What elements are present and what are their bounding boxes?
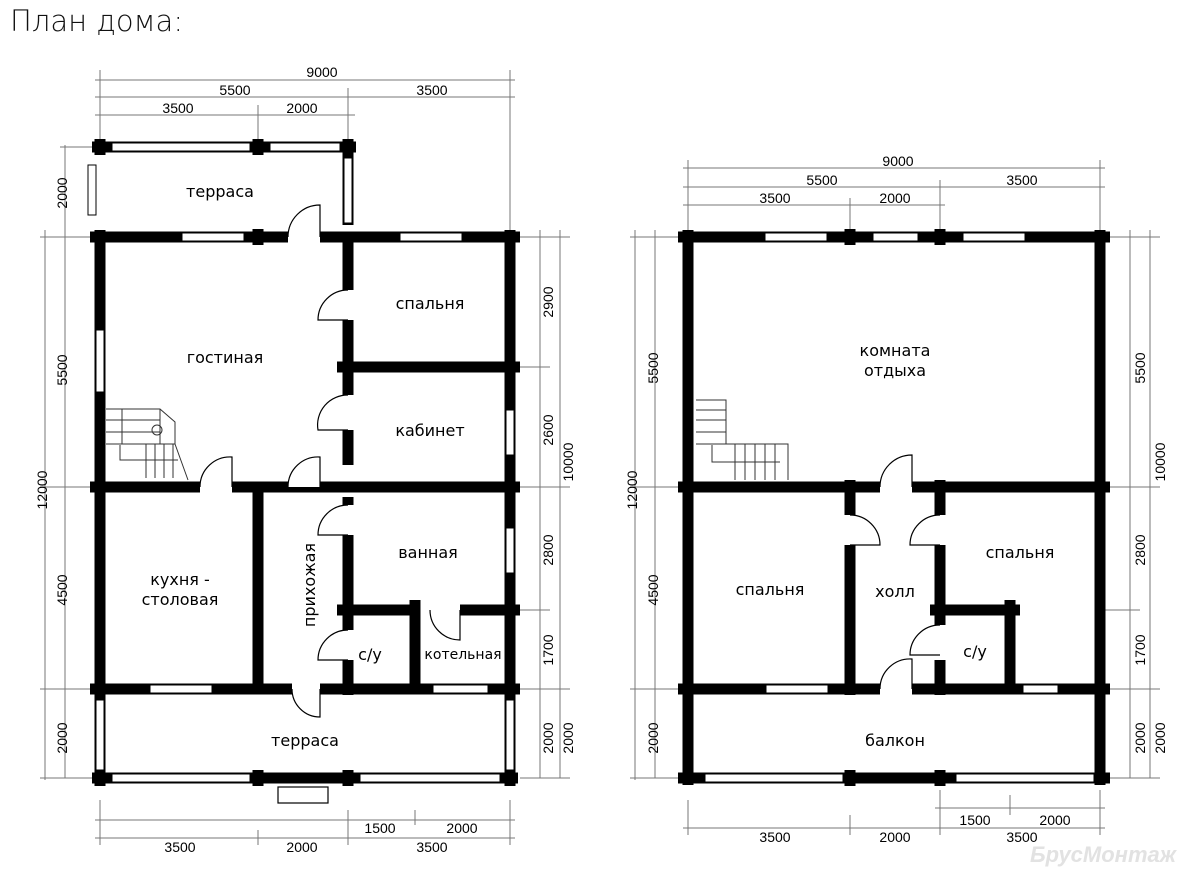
svg-text:10000: 10000: [560, 442, 576, 481]
svg-text:2000: 2000: [1152, 722, 1168, 753]
watermark-logo: БрусМонтаж: [1030, 842, 1178, 867]
svg-text:балкон: балкон: [865, 731, 925, 750]
upper-floor-plan: 9000 5500 3500 3500 2000 12000 5500 4500…: [624, 153, 1168, 845]
ground-floor-plan: 9000 5500 3500 3500 2000 2000 12000 5500…: [34, 64, 576, 855]
svg-text:2000: 2000: [560, 722, 576, 753]
svg-text:3500: 3500: [416, 82, 447, 98]
svg-text:2800: 2800: [1132, 534, 1148, 565]
svg-text:2000: 2000: [645, 722, 661, 753]
svg-text:2000: 2000: [879, 829, 910, 845]
svg-text:1500: 1500: [959, 812, 990, 828]
svg-text:3500: 3500: [162, 100, 193, 116]
svg-text:2600: 2600: [540, 414, 556, 445]
walls: [678, 229, 1110, 786]
svg-text:2000: 2000: [286, 100, 317, 116]
svg-text:2000: 2000: [446, 820, 477, 836]
svg-text:5500: 5500: [54, 354, 70, 385]
svg-text:1700: 1700: [540, 634, 556, 665]
svg-text:1700: 1700: [1132, 634, 1148, 665]
svg-text:холл: холл: [875, 582, 915, 601]
doors: [849, 454, 941, 690]
svg-text:4500: 4500: [54, 574, 70, 605]
svg-text:спальня: спальня: [396, 294, 465, 313]
svg-text:12000: 12000: [624, 470, 640, 509]
svg-text:2000: 2000: [540, 722, 556, 753]
svg-text:котельная: котельная: [424, 647, 501, 663]
svg-text:3500: 3500: [759, 829, 790, 845]
svg-text:5500: 5500: [219, 82, 250, 98]
staircase-icon: [106, 408, 189, 481]
svg-text:2000: 2000: [1132, 722, 1148, 753]
svg-text:кухня -: кухня -: [150, 570, 210, 589]
svg-text:2000: 2000: [879, 190, 910, 206]
svg-text:терраса: терраса: [271, 731, 339, 750]
staircase-icon: [696, 399, 789, 480]
svg-text:спальня: спальня: [986, 543, 1055, 562]
svg-text:ванная: ванная: [398, 543, 458, 562]
svg-text:2000: 2000: [1039, 812, 1070, 828]
svg-text:3500: 3500: [759, 190, 790, 206]
svg-text:12000: 12000: [34, 470, 50, 509]
svg-text:2000: 2000: [54, 722, 70, 753]
svg-text:3500: 3500: [416, 839, 447, 855]
svg-text:2800: 2800: [540, 534, 556, 565]
svg-text:с/у: с/у: [358, 645, 382, 664]
ground-dimension-labels: 9000 5500 3500 3500 2000 2000 12000 5500…: [34, 64, 576, 855]
svg-text:10000: 10000: [1152, 442, 1168, 481]
svg-text:гостиная: гостиная: [187, 348, 264, 367]
upper-dimension-labels: 9000 5500 3500 3500 2000 12000 5500 4500…: [624, 153, 1168, 845]
svg-text:3500: 3500: [1006, 172, 1037, 188]
svg-text:спальня: спальня: [736, 580, 805, 599]
svg-text:3500: 3500: [164, 839, 195, 855]
svg-text:комната: комната: [860, 341, 931, 360]
dimension-lines: [630, 160, 1160, 835]
page-title: План дома:: [10, 4, 184, 38]
doors: [199, 204, 461, 804]
upper-room-labels: комната отдыха спальня холл спальня с/у …: [736, 341, 1055, 750]
svg-text:2000: 2000: [286, 839, 317, 855]
svg-text:1500: 1500: [364, 820, 395, 836]
svg-text:с/у: с/у: [963, 642, 987, 661]
svg-text:кабинет: кабинет: [395, 421, 464, 440]
windows: [87, 142, 515, 783]
ground-room-labels: терраса спальня гостиная кабинет ванная …: [142, 182, 502, 750]
svg-text:3500: 3500: [1006, 829, 1037, 845]
svg-text:отдыха: отдыха: [864, 361, 926, 380]
svg-text:терраса: терраса: [186, 182, 254, 201]
svg-text:прихожая: прихожая: [300, 543, 319, 627]
svg-text:5500: 5500: [806, 172, 837, 188]
svg-text:4500: 4500: [645, 574, 661, 605]
windows: [704, 232, 1095, 783]
dimension-lines: [40, 70, 570, 845]
svg-text:столовая: столовая: [142, 590, 219, 609]
svg-text:9000: 9000: [306, 64, 337, 80]
svg-text:9000: 9000: [882, 153, 913, 169]
svg-text:5500: 5500: [1132, 352, 1148, 383]
svg-text:5500: 5500: [645, 352, 661, 383]
svg-text:2000: 2000: [54, 177, 70, 208]
svg-text:2900: 2900: [540, 286, 556, 317]
